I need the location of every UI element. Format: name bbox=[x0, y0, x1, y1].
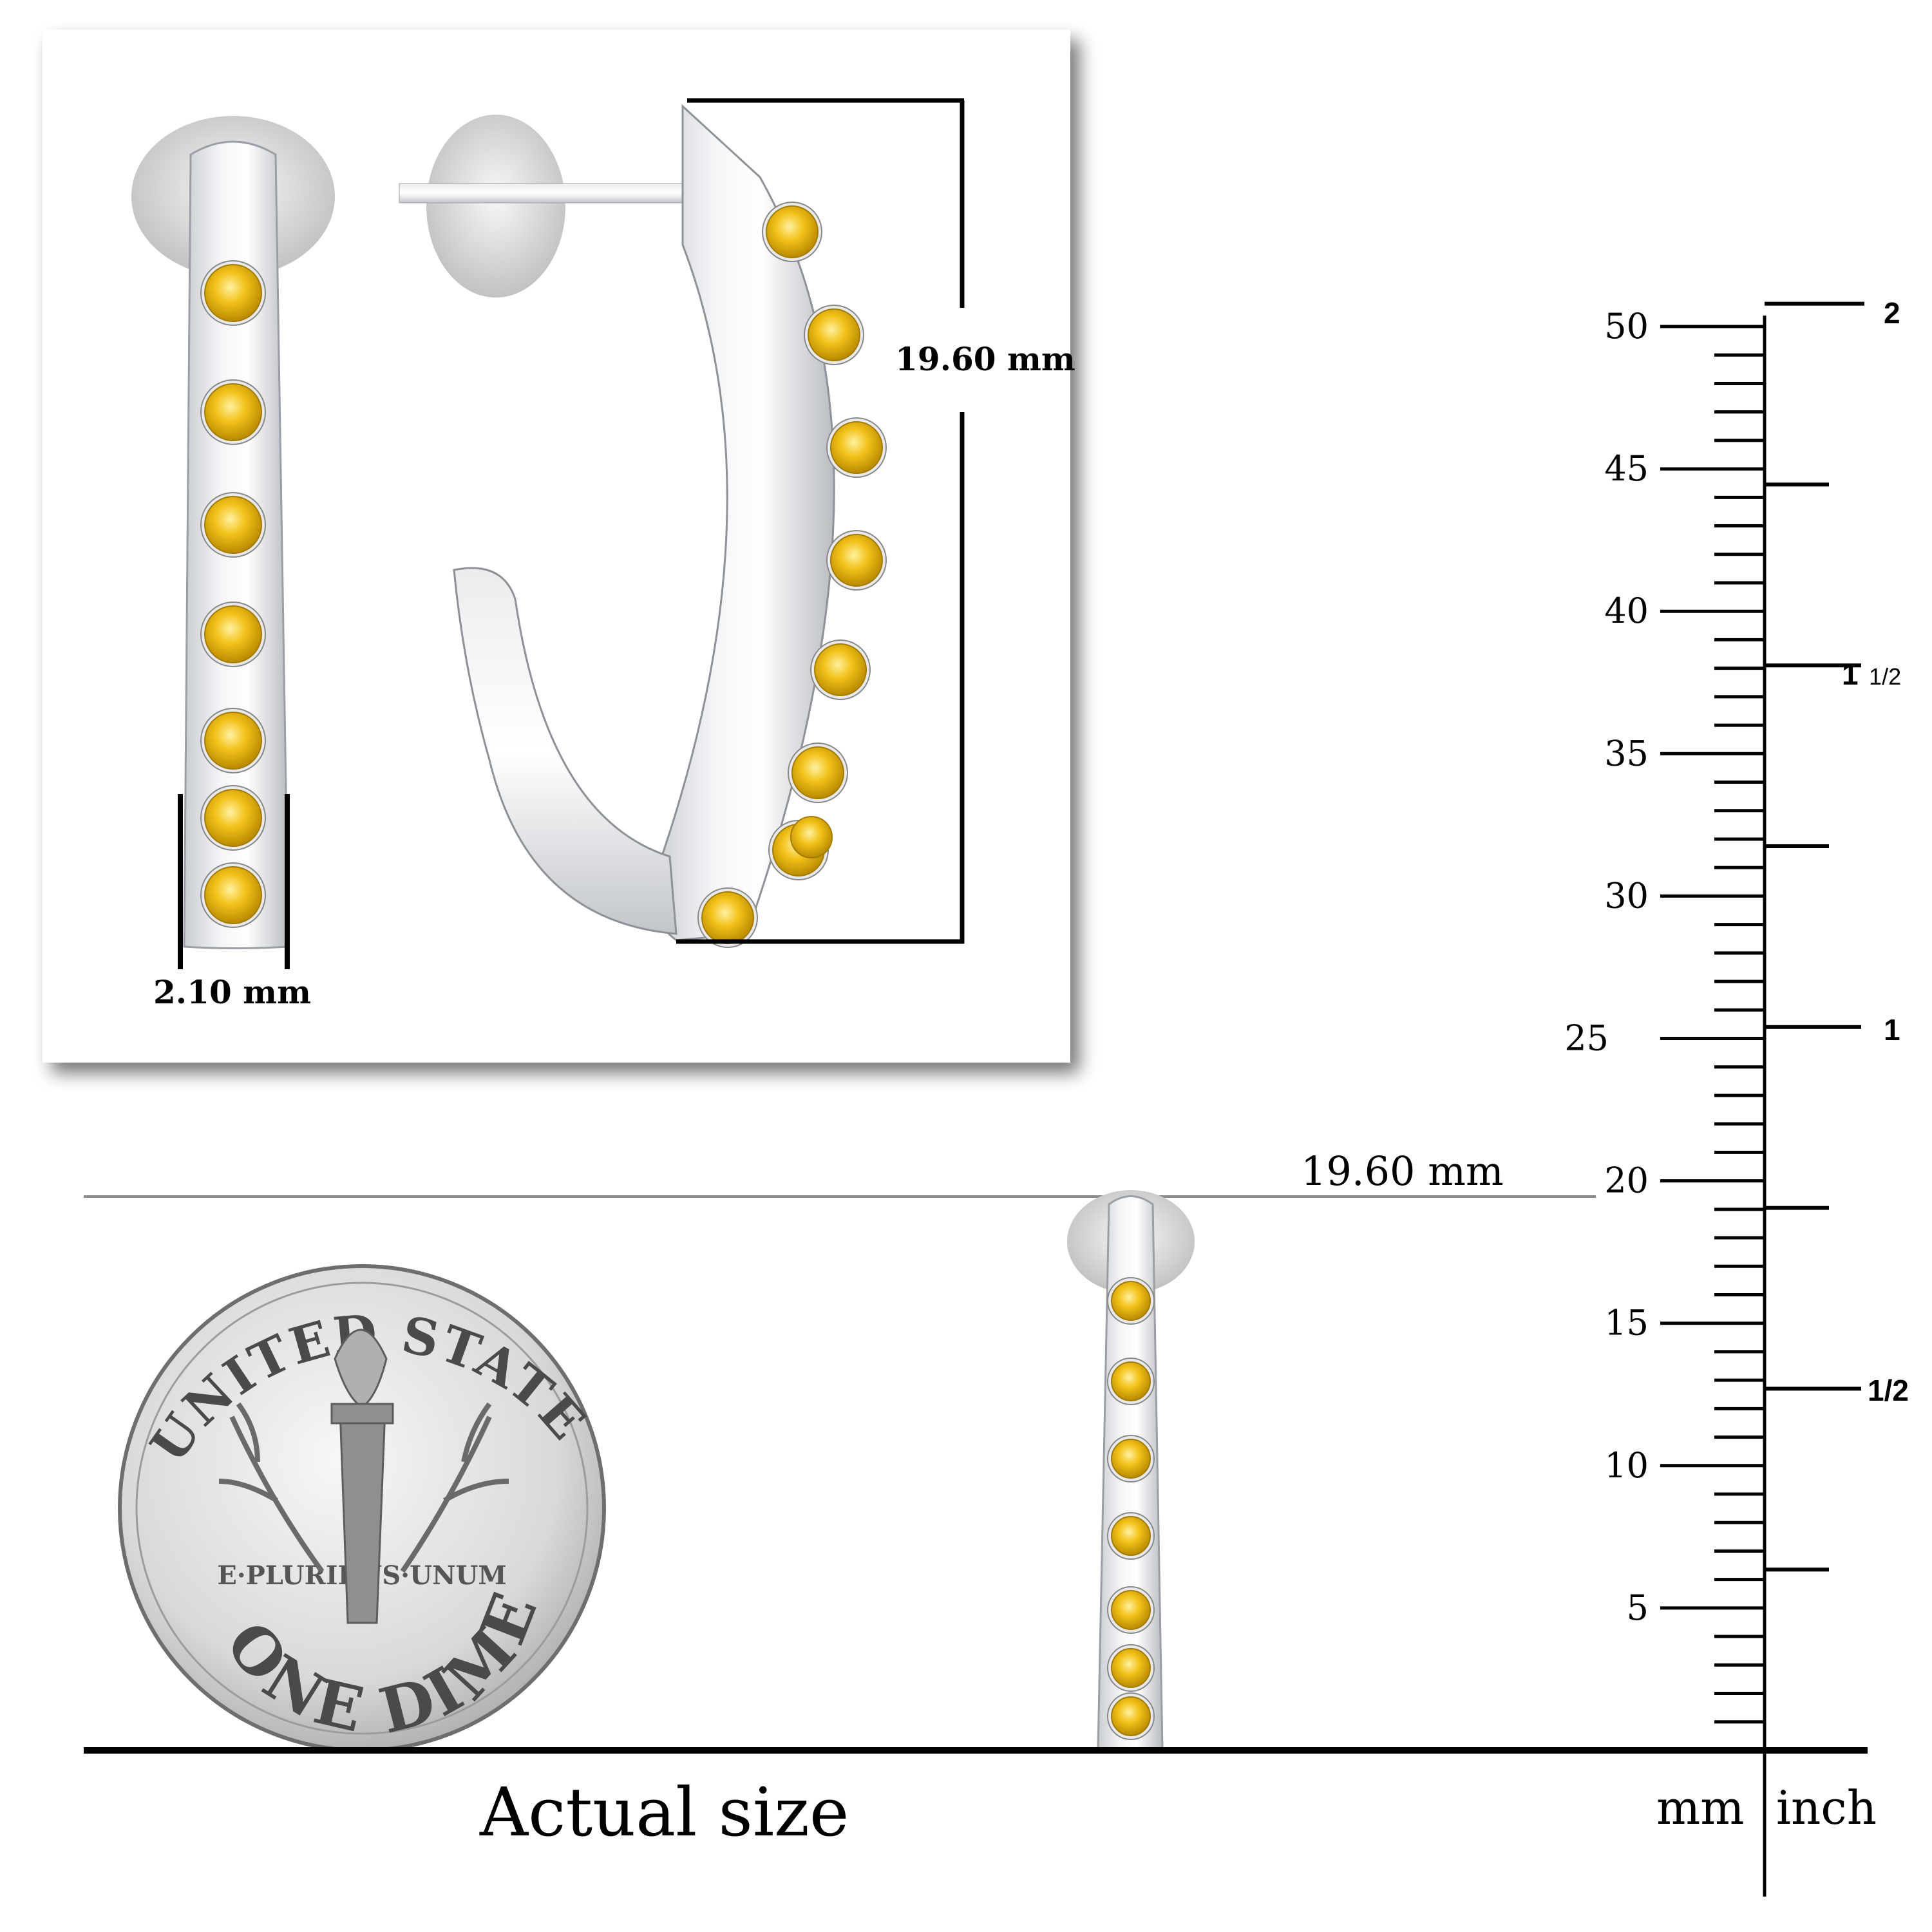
width-label: 2.10 mm bbox=[153, 973, 311, 1011]
inch-label-one: 1 bbox=[1884, 1013, 1900, 1046]
reference-height-label: 19.60 mm bbox=[1301, 1148, 1504, 1195]
yellow-gem bbox=[1111, 1648, 1151, 1688]
yellow-gem bbox=[1111, 1361, 1151, 1401]
inch-label-one-half-frac: 1/2 bbox=[1869, 663, 1901, 690]
length-label: 19.60 mm bbox=[895, 340, 1075, 378]
yellow-gem bbox=[1111, 1516, 1151, 1556]
side-gem-arc bbox=[697, 202, 887, 948]
width-dimension-bracket bbox=[178, 794, 290, 969]
measurement-ruler: 5 10 15 20 25 30 35 40 45 50 1/2 1 1 1/2 2 mm inc… bbox=[1564, 296, 1909, 1897]
hoop-inner-arc bbox=[453, 567, 677, 935]
inch-ticks bbox=[1765, 301, 1864, 1572]
mm-label: 30 bbox=[1604, 875, 1649, 916]
yellow-gem bbox=[204, 605, 262, 663]
inch-label-two: 2 bbox=[1884, 296, 1900, 330]
mm-label: 45 bbox=[1604, 448, 1649, 489]
yellow-gem bbox=[766, 205, 819, 258]
yellow-gem bbox=[791, 746, 844, 799]
mm-label: 25 bbox=[1564, 1018, 1609, 1059]
yellow-gem bbox=[830, 534, 883, 587]
mm-labels: 5 10 15 20 25 30 35 40 45 50 bbox=[1564, 306, 1649, 1628]
mm-label: 5 bbox=[1627, 1587, 1649, 1628]
inch-label-half: 1/2 bbox=[1868, 1374, 1909, 1407]
olive-branch bbox=[218, 1402, 325, 1573]
yellow-gem bbox=[204, 866, 262, 924]
detail-panel: 19.60 mm 2.10 mm bbox=[43, 30, 1075, 1063]
yellow-gem bbox=[204, 496, 262, 554]
actual-gem-column bbox=[1107, 1277, 1155, 1740]
mm-unit-label: mm bbox=[1656, 1781, 1745, 1835]
yellow-gem bbox=[814, 643, 867, 696]
mm-label: 35 bbox=[1604, 733, 1649, 773]
inch-label-one-half-whole: 1 bbox=[1842, 658, 1859, 691]
yellow-gem bbox=[701, 891, 754, 944]
mm-label: 10 bbox=[1604, 1445, 1649, 1486]
mm-label: 50 bbox=[1604, 306, 1649, 346]
yellow-gem bbox=[204, 264, 262, 322]
yellow-gem bbox=[790, 816, 833, 858]
mm-label: 15 bbox=[1604, 1303, 1649, 1343]
earring-side-view bbox=[399, 104, 887, 948]
mm-label: 40 bbox=[1604, 591, 1649, 631]
yellow-gem bbox=[204, 712, 262, 770]
yellow-gem bbox=[204, 789, 262, 847]
inch-unit-label: inch bbox=[1776, 1781, 1877, 1835]
mm-ticks bbox=[1660, 325, 1765, 1724]
length-dimension-bracket bbox=[676, 98, 965, 944]
yellow-gem bbox=[808, 308, 860, 361]
actual-size-caption: Actual size bbox=[479, 1773, 849, 1852]
screw-back bbox=[426, 115, 565, 298]
earring-front-view bbox=[131, 116, 335, 949]
torch-emblem bbox=[330, 1329, 394, 1624]
earring-actual-size bbox=[1067, 1190, 1195, 1750]
yellow-gem bbox=[1111, 1281, 1151, 1321]
yellow-gem bbox=[1111, 1439, 1151, 1479]
yellow-gem bbox=[1111, 1696, 1151, 1736]
mm-label: 20 bbox=[1604, 1160, 1649, 1201]
yellow-gem bbox=[830, 421, 883, 474]
front-gem-column bbox=[200, 260, 266, 928]
oak-branch bbox=[400, 1402, 509, 1573]
yellow-gem bbox=[1111, 1590, 1151, 1630]
yellow-gem bbox=[204, 383, 262, 441]
inch-label-one-half: 1 1/2 bbox=[1842, 658, 1901, 691]
